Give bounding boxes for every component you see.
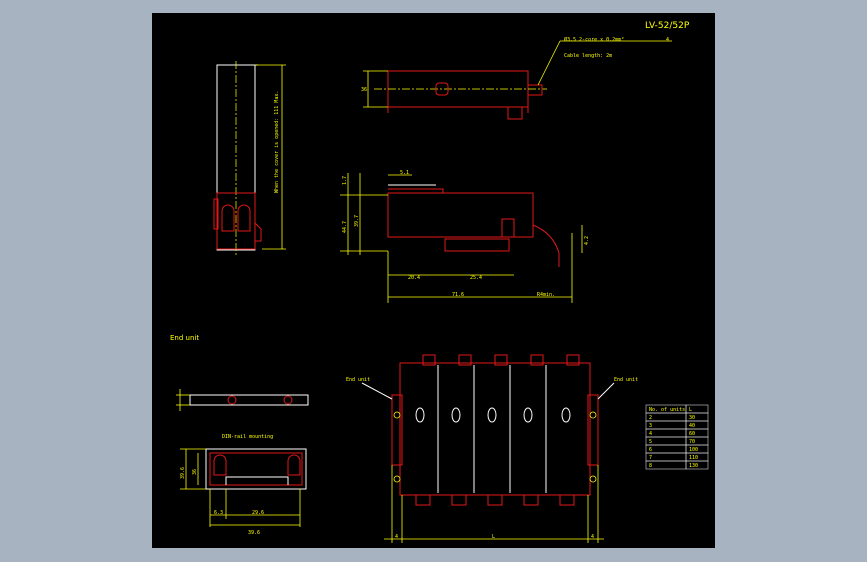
cable-length-note: Cable length: 2m <box>564 53 612 59</box>
end-unit-label: End unit <box>170 334 199 342</box>
table-cell-length: 30 <box>689 415 695 421</box>
table-cell-length: 130 <box>689 463 698 469</box>
table-header: No. of units <box>649 407 685 413</box>
dim-bend-radius: R4min. <box>537 292 555 298</box>
top-view: 36 Ø3.5 2-core x 0.2mm² Cable length: 2m… <box>361 36 672 120</box>
dim-din-overall: 39.6 <box>248 530 260 536</box>
table-cell-units: 2 <box>649 415 652 421</box>
units-table: No. of units L 2 30 3 40 4 60 5 70 6 100 7 110 8 130 <box>645 404 709 470</box>
table-header: L <box>689 407 692 413</box>
dim-length: 71.6 <box>452 292 464 298</box>
dim-assembly-length: L <box>492 534 495 540</box>
dim-din-inner: 36 <box>192 469 198 475</box>
note-ref: 4 <box>666 37 669 43</box>
cable-note: Ø3.5 2-core x 0.2mm² <box>564 36 624 43</box>
table-cell-length: 40 <box>689 423 695 429</box>
front-view: 1.7 39.7 44.7 5.1 20.4 25.4 71.6 R4min. … <box>340 170 590 303</box>
dim-end-right: 4 <box>591 534 594 540</box>
table-cell-units: 3 <box>649 423 652 429</box>
cad-canvas[interactable]: LV-52/52P When the cover is opened: 111 … <box>152 13 715 548</box>
table-cell-length: 100 <box>689 447 698 453</box>
side-view: When the cover is opened: 111 Max. <box>213 61 286 255</box>
dim-flange: 5.1 <box>400 170 409 176</box>
dim-total-height: 44.7 <box>342 221 348 233</box>
dim-cable-offset: 4.2 <box>584 236 590 245</box>
dim-end-left: 4 <box>395 534 398 540</box>
dim-top-offset: 1.7 <box>342 176 348 185</box>
din-label: DIN-rail mounting <box>222 434 273 440</box>
dim-din-offset: 6.3 <box>214 510 223 516</box>
table-cell-units: 6 <box>649 447 652 453</box>
dim-pitch-a: 20.4 <box>408 275 420 281</box>
dim-height: 36 <box>361 87 367 93</box>
dim-din-total: 39.6 <box>180 467 186 479</box>
table-cell-units: 4 <box>649 431 652 437</box>
table-cell-units: 5 <box>649 439 652 445</box>
assembly-view: End unit End unit 4 L 4 <box>346 354 638 543</box>
table-cell-units: 7 <box>649 455 652 461</box>
end-view <box>176 389 309 411</box>
end-unit-left-label: End unit <box>346 377 370 383</box>
table-cell-border <box>685 460 709 470</box>
table-cell-units: 8 <box>649 463 652 469</box>
drawing-title: LV-52/52P <box>645 21 690 31</box>
dim-pitch-b: 25.4 <box>470 275 482 281</box>
side-note: When the cover is opened: 111 Max. <box>274 91 280 193</box>
end-unit-right-label: End unit <box>614 377 638 383</box>
cad-drawing: LV-52/52P When the cover is opened: 111 … <box>170 21 709 543</box>
dim-din-width: 29.6 <box>252 510 264 516</box>
table-cell-length: 110 <box>689 455 698 461</box>
table-cell-length: 60 <box>689 431 695 437</box>
din-view: DIN-rail mounting 39.6 36 6.3 29.6 39.6 <box>180 434 307 536</box>
table-cell-length: 70 <box>689 439 695 445</box>
dim-body-height: 39.7 <box>354 215 360 227</box>
